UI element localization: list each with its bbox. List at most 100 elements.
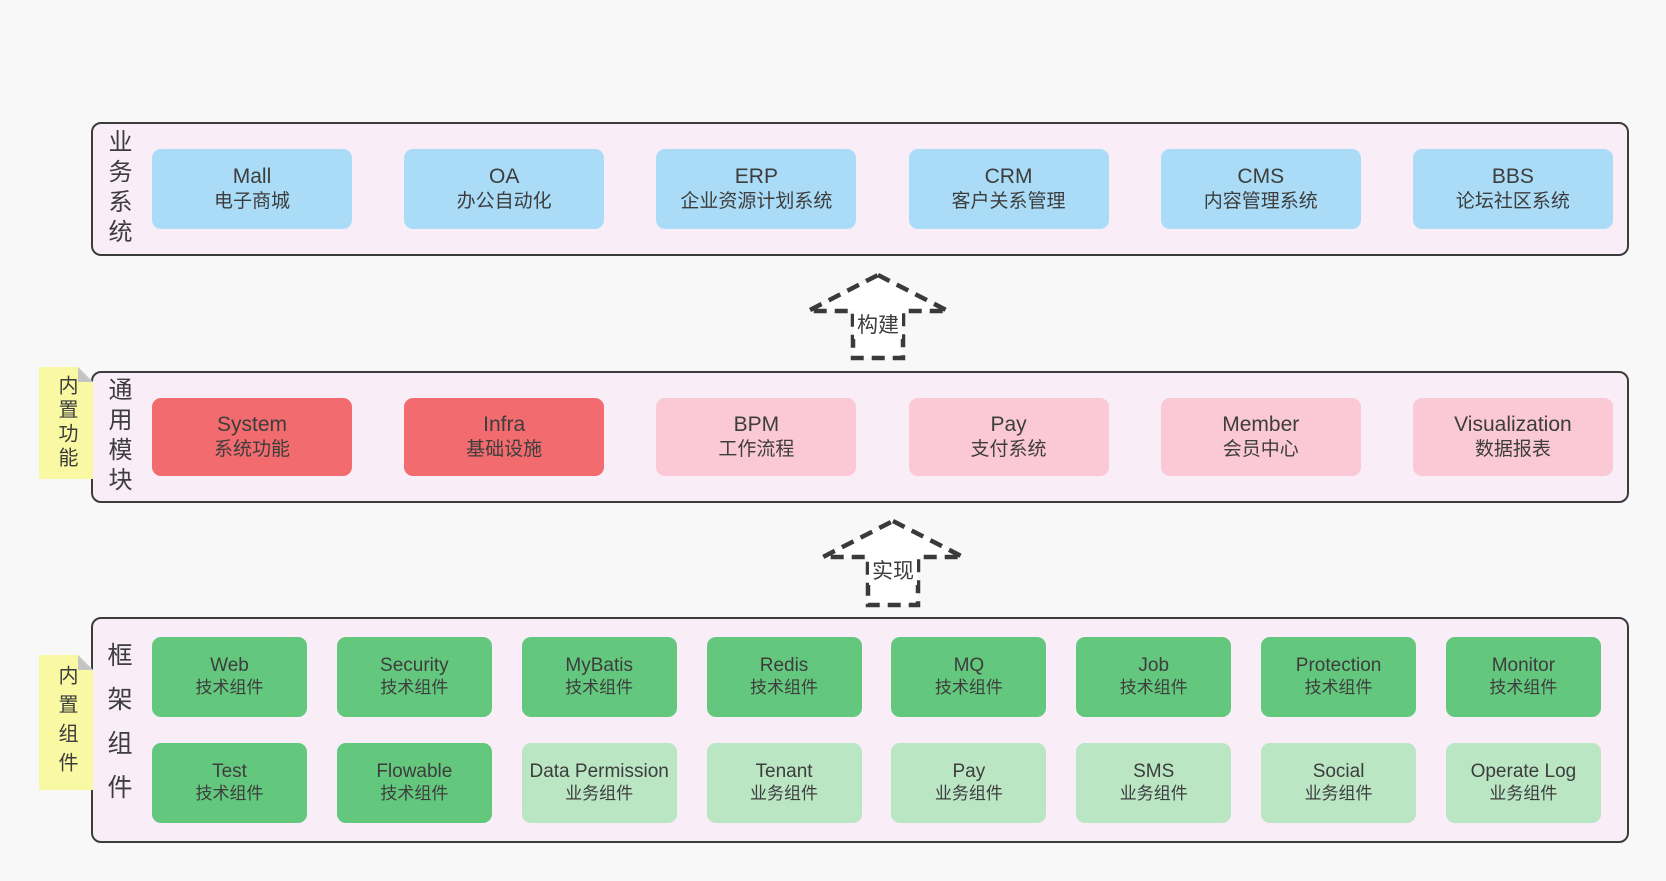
component-box: Data Permission 业务组件 bbox=[521, 743, 677, 823]
box-name: Redis bbox=[759, 655, 809, 677]
module-box: BPM 工作流程 bbox=[656, 398, 857, 476]
component-box: Flowable 技术组件 bbox=[336, 743, 492, 823]
box-desc: 电子商城 bbox=[213, 191, 290, 213]
box-name: MQ bbox=[953, 655, 985, 677]
box-desc: 技术组件 bbox=[380, 678, 449, 698]
box-name: Visualization bbox=[1454, 413, 1572, 436]
box-name: Web bbox=[210, 655, 249, 677]
system-box: OA 办公自动化 bbox=[404, 149, 605, 229]
module-box: System 系统功能 bbox=[152, 398, 352, 476]
box-name: Monitor bbox=[1491, 655, 1556, 677]
box-name: BBS bbox=[1491, 165, 1534, 188]
box-desc: 技术组件 bbox=[195, 678, 264, 698]
box-name: MyBatis bbox=[565, 655, 633, 677]
box-desc: 内容管理系统 bbox=[1203, 191, 1318, 213]
sticky-note-paper bbox=[39, 655, 93, 790]
module-box: Infra 基础设施 bbox=[404, 398, 605, 476]
system-box: BBS 论坛社区系统 bbox=[1412, 149, 1613, 229]
box-name: Test bbox=[212, 761, 247, 783]
layer-common-modules: 通用模块 System 系统功能 Infra 基础设施 BPM 工作流程 bbox=[91, 371, 1629, 503]
components-box-row-1: Web 技术组件 Security 技术组件 MyBatis 技术组件 bbox=[152, 637, 1601, 717]
box-name: System bbox=[216, 413, 287, 436]
component-box: Protection 技术组件 bbox=[1261, 637, 1417, 717]
sticky-note-builtin-components: 内置组件 bbox=[39, 655, 93, 790]
box-name: BPM bbox=[733, 413, 780, 436]
sticky-note-builtin-features: 内置功能 bbox=[39, 367, 93, 479]
component-box: Social 业务组件 bbox=[1261, 743, 1417, 823]
box-name: Job bbox=[1138, 655, 1170, 677]
layer-business-systems: 业务系统 Mall 电子商城 OA 办公自动化 ERP 企业资源计划系统 bbox=[91, 122, 1629, 256]
box-desc: 技术组件 bbox=[750, 678, 819, 698]
box-desc: 支付系统 bbox=[970, 439, 1047, 461]
sticky-note-text: 内置组件 bbox=[55, 664, 77, 781]
component-box: Pay 业务组件 bbox=[891, 743, 1047, 823]
system-box: CRM 客户关系管理 bbox=[908, 149, 1109, 229]
components-rows: Web 技术组件 Security 技术组件 MyBatis 技术组件 bbox=[152, 637, 1601, 823]
folded-corner-icon bbox=[78, 655, 93, 670]
box-name: ERP bbox=[734, 165, 778, 188]
box-desc: 业务组件 bbox=[565, 784, 634, 804]
implement-arrow: 实现 bbox=[813, 511, 973, 611]
sticky-note-text: 内置功能 bbox=[55, 375, 77, 471]
component-box: SMS 业务组件 bbox=[1076, 743, 1232, 823]
system-box: CMS 内容管理系统 bbox=[1160, 149, 1361, 229]
component-box: Job 技术组件 bbox=[1076, 637, 1232, 717]
box-desc: 客户关系管理 bbox=[951, 191, 1066, 213]
box-desc: 业务组件 bbox=[1304, 784, 1373, 804]
box-desc: 系统功能 bbox=[213, 439, 290, 461]
component-box: Security 技术组件 bbox=[336, 637, 492, 717]
box-desc: 论坛社区系统 bbox=[1455, 191, 1570, 213]
module-box: Member 会员中心 bbox=[1160, 398, 1361, 476]
component-box: MyBatis 技术组件 bbox=[521, 637, 677, 717]
layer-framework-components: 框架组件 Web 技术组件 Security 技术组件 MyBatis bbox=[91, 617, 1629, 843]
box-name: Mall bbox=[232, 165, 272, 188]
build-arrow-label: 构建 bbox=[854, 309, 902, 339]
system-box: ERP 企业资源计划系统 bbox=[656, 149, 857, 229]
box-name: Protection bbox=[1295, 655, 1382, 677]
modules-box-row: System 系统功能 Infra 基础设施 BPM 工作流程 Pay 支付系统 bbox=[152, 398, 1613, 476]
component-box: Monitor 技术组件 bbox=[1445, 637, 1601, 717]
sticky-note-paper bbox=[39, 367, 93, 479]
component-box: Redis 技术组件 bbox=[706, 637, 862, 717]
module-box: Visualization 数据报表 bbox=[1412, 398, 1613, 476]
box-desc: 办公自动化 bbox=[456, 191, 552, 213]
layer-business-label: 业务系统 bbox=[104, 129, 131, 249]
box-name: Data Permission bbox=[529, 761, 669, 783]
box-desc: 技术组件 bbox=[380, 784, 449, 804]
box-name: SMS bbox=[1133, 761, 1175, 783]
box-name: Security bbox=[380, 655, 449, 677]
box-desc: 业务组件 bbox=[1489, 784, 1558, 804]
component-box: Web 技术组件 bbox=[152, 637, 307, 717]
implement-arrow-label: 实现 bbox=[869, 555, 917, 585]
box-name: CRM bbox=[984, 165, 1033, 188]
business-box-row: Mall 电子商城 OA 办公自动化 ERP 企业资源计划系统 CRM 客户关系… bbox=[152, 149, 1613, 229]
box-name: Tenant bbox=[755, 761, 813, 783]
layer-components-label: 框架组件 bbox=[104, 642, 132, 818]
box-desc: 基础设施 bbox=[466, 439, 543, 461]
box-name: CMS bbox=[1237, 165, 1285, 188]
folded-corner-icon bbox=[78, 367, 93, 382]
components-box-row-2: Test 技术组件 Flowable 技术组件 Data Permission … bbox=[152, 743, 1601, 823]
box-name: Pay bbox=[952, 761, 986, 783]
box-desc: 工作流程 bbox=[718, 439, 795, 461]
layer-modules-label: 通用模块 bbox=[104, 377, 131, 497]
box-desc: 数据报表 bbox=[1474, 439, 1551, 461]
box-desc: 企业资源计划系统 bbox=[680, 191, 833, 213]
component-box: Tenant 业务组件 bbox=[706, 743, 862, 823]
box-name: Member bbox=[1222, 413, 1300, 436]
module-box: Pay 支付系统 bbox=[908, 398, 1109, 476]
box-name: OA bbox=[489, 165, 520, 188]
box-desc: 技术组件 bbox=[934, 678, 1003, 698]
box-name: Infra bbox=[483, 413, 526, 436]
box-desc: 技术组件 bbox=[1489, 678, 1558, 698]
box-desc: 业务组件 bbox=[1119, 784, 1188, 804]
box-desc: 业务组件 bbox=[934, 784, 1003, 804]
box-desc: 技术组件 bbox=[1119, 678, 1188, 698]
build-arrow: 构建 bbox=[798, 265, 958, 365]
box-name: Pay bbox=[990, 413, 1027, 436]
box-desc: 技术组件 bbox=[565, 678, 634, 698]
box-name: Operate Log bbox=[1470, 761, 1577, 783]
component-box: Test 技术组件 bbox=[152, 743, 307, 823]
component-box: MQ 技术组件 bbox=[891, 637, 1047, 717]
